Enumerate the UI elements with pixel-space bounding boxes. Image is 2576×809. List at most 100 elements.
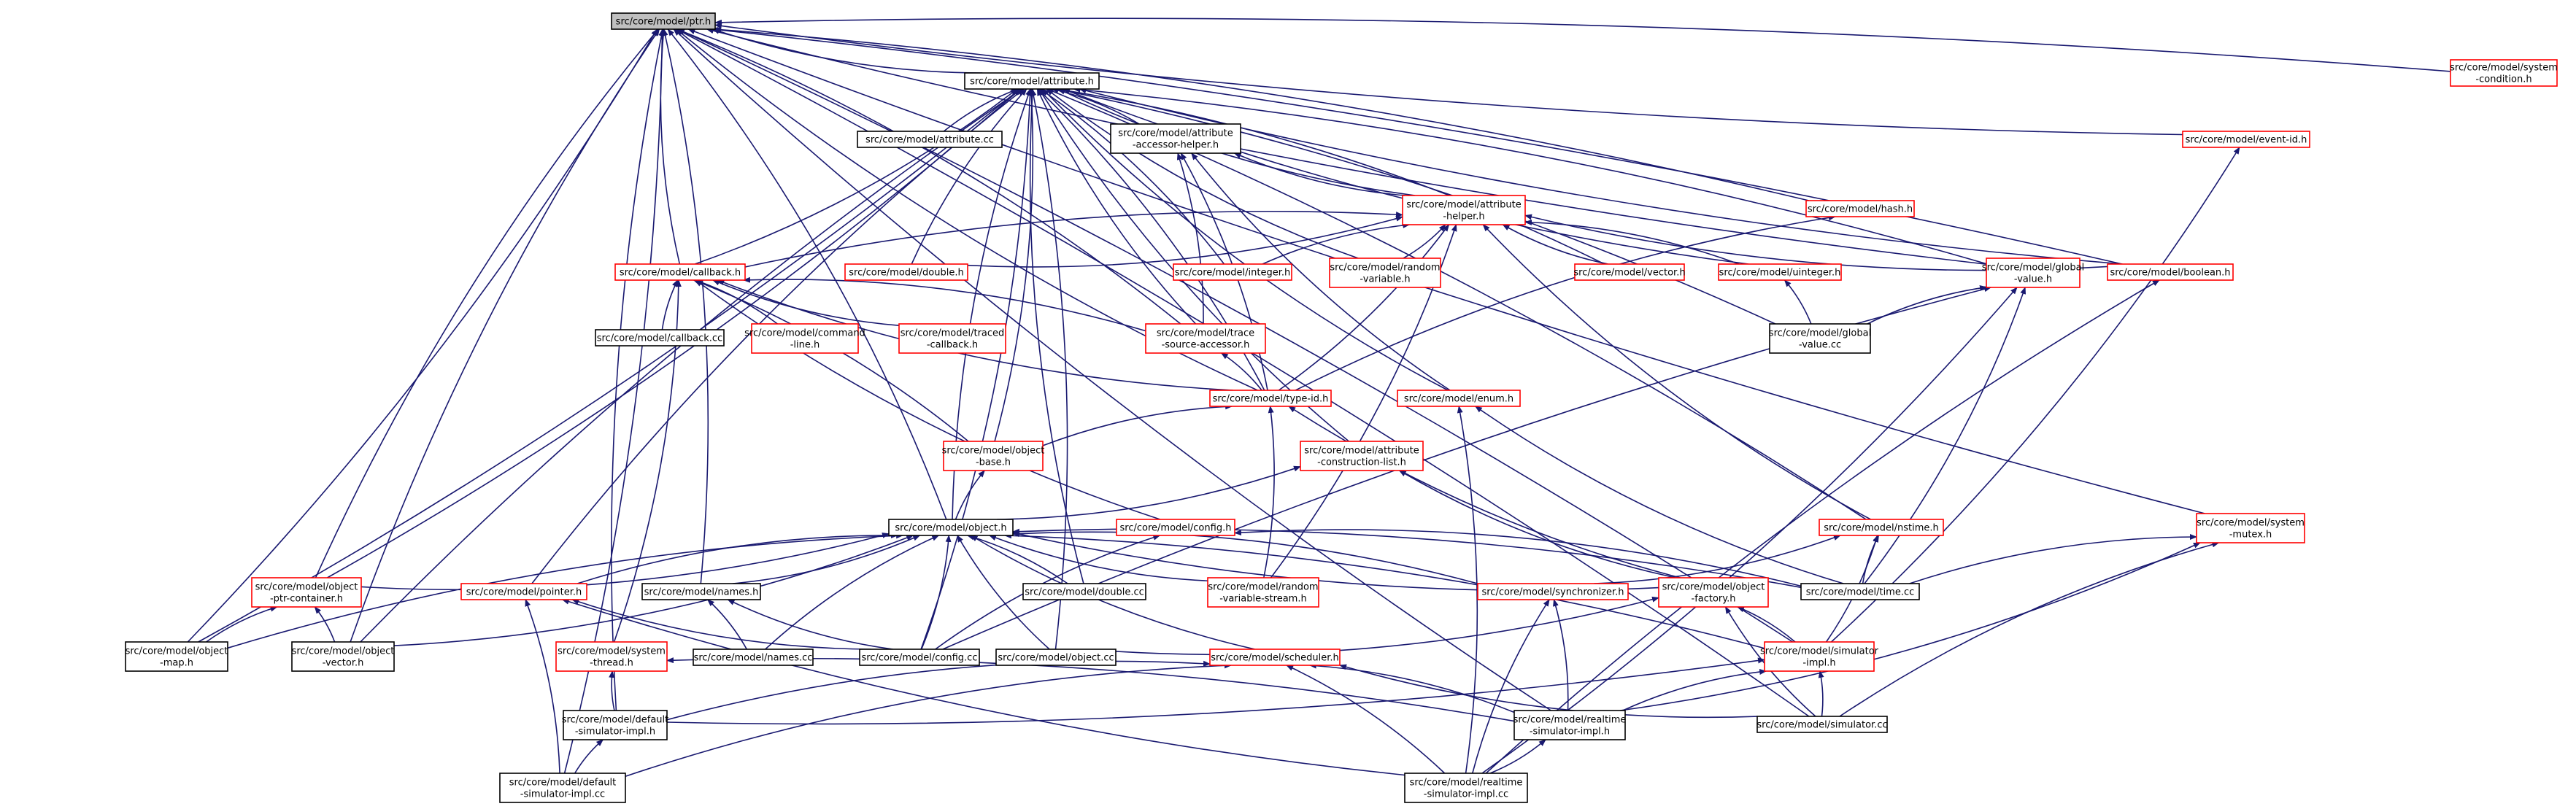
edge-enum_h-to-attr_accessor (1191, 152, 1451, 391)
node-label: src/core/model/double.cc (1025, 587, 1144, 598)
node-box (1402, 195, 1526, 225)
node-integer_h[interactable]: src/core/model/integer.h (1173, 263, 1292, 281)
edge-simulator_impl-to-event_id (1830, 147, 2240, 643)
node-random_variable[interactable]: src/core/model/random-variable.h (1329, 258, 1441, 288)
node-box (1209, 649, 1341, 666)
node-system_condition[interactable]: src/core/model/system-condition.h (2450, 59, 2558, 87)
edge-time_cc-to-config_h (1234, 529, 1802, 587)
node-synchronizer[interactable]: src/core/model/synchronizer.h (1477, 583, 1629, 600)
node-event_id[interactable]: src/core/model/event-id.h (2182, 131, 2310, 148)
node-realtime_sim_impl_h: src/core/model/realtime-simulator-impl.h (1513, 710, 1626, 740)
node-object_factory[interactable]: src/core/model/object-factory.h (1658, 577, 1769, 608)
edge-system_condition-to-ptr (714, 18, 2451, 72)
node-label: -helper.h (1443, 212, 1484, 222)
node-nstime[interactable]: src/core/model/nstime.h (1819, 519, 1944, 536)
node-box (751, 323, 859, 354)
node-label: src/core/model/default (562, 715, 669, 726)
edge-random_variable-to-attr_helper (1403, 224, 1446, 259)
node-label: src/core/model/object.h (895, 523, 1006, 534)
edge-object_factory-to-attr_construction (1398, 470, 1676, 578)
node-box (1173, 263, 1292, 281)
edge-time_cc-to-global_value_h (1864, 287, 2026, 584)
node-box (1209, 390, 1332, 407)
node-label: src/core/model/object (292, 646, 395, 657)
edge-config_h-to-callback_h (695, 279, 1160, 520)
node-global_value_h[interactable]: src/core/model/global-value.h (1982, 258, 2084, 288)
node-box (1110, 123, 1241, 154)
node-random_variable_stream[interactable]: src/core/model/random-variable-stream.h (1207, 577, 1319, 608)
node-system_thread[interactable]: src/core/model/system-thread.h (555, 641, 668, 672)
node-uinteger_h[interactable]: src/core/model/uinteger.h (1718, 263, 1842, 281)
edge-time_cc-to-enum_h (1474, 406, 1844, 584)
node-label: src/core/model/realtime (1410, 778, 1523, 789)
node-box (499, 773, 626, 803)
node-label: src/core/model/object (126, 646, 228, 657)
node-config_h[interactable]: src/core/model/config.h (1116, 519, 1235, 536)
node-label: -accessor-helper.h (1133, 140, 1219, 151)
edge-object_cc-to-object_h (957, 535, 1050, 650)
edge-type_id-to-callback_h (717, 279, 1233, 391)
node-double_h[interactable]: src/core/model/double.h (844, 263, 968, 281)
node-boolean_h[interactable]: src/core/model/boolean.h (2107, 263, 2234, 281)
node-label: -source-accessor.h (1162, 340, 1250, 351)
node-attribute_cc: src/core/model/attribute.cc (857, 131, 1003, 148)
node-box (555, 641, 668, 672)
node-system_mutex[interactable]: src/core/model/system-mutex.h (2196, 513, 2305, 543)
edge-attribute_h-to-ptr (712, 28, 983, 74)
node-label: src/core/model/simulator.cc (1756, 720, 1887, 731)
node-box (2196, 513, 2305, 543)
edge-object_vector-to-object_ptr_container (314, 606, 336, 643)
node-label: -condition.h (2475, 74, 2531, 85)
node-box (563, 710, 668, 740)
edge-global_value_cc-to-global_value_h (1867, 285, 1987, 325)
edge-config_cc-to-pointer_h (571, 599, 871, 650)
node-hash[interactable]: src/core/model/hash.h (1805, 200, 1915, 217)
node-box (125, 641, 228, 672)
node-box (898, 323, 1006, 354)
edge-time_cc-to-system_mutex (1909, 534, 2197, 584)
node-double_cc: src/core/model/double.cc (1022, 583, 1146, 600)
edge-object_cc-to-object_factory (1115, 596, 1659, 656)
edge-pointer_h-to-attribute_h (531, 88, 1025, 584)
node-traced_callback[interactable]: src/core/model/traced-callback.h (898, 323, 1006, 354)
node-label: src/core/model/object (1662, 582, 1765, 593)
node-object_ptr_container[interactable]: src/core/model/object-ptr-container.h (251, 577, 362, 608)
node-enum_h[interactable]: src/core/model/enum.h (1397, 390, 1521, 407)
node-label: src/core/model/global (1982, 263, 2084, 274)
node-command_line[interactable]: src/core/model/command-line.h (744, 323, 865, 354)
node-label: -ptr-container.h (270, 594, 343, 605)
node-vector_h[interactable]: src/core/model/vector.h (1573, 263, 1686, 281)
edge-object_vector-to-object_h (393, 535, 914, 646)
edge-simulator_impl-to-ptr (677, 28, 1794, 643)
edge-vector_h-to-attribute_h (1056, 87, 1605, 265)
node-attr_construction[interactable]: src/core/model/attribute-construction-li… (1300, 441, 1424, 471)
node-object_h: src/core/model/object.h (888, 519, 1014, 536)
edge-random_variable_stream-to-type_id (1263, 406, 1275, 578)
node-label: src/core/model/names.cc (694, 653, 813, 664)
edge-names_h-to-ptr (662, 28, 709, 584)
node-scheduler[interactable]: src/core/model/scheduler.h (1209, 649, 1341, 666)
edge-simulator_impl-to-object_factory (1737, 606, 1796, 643)
node-callback_h[interactable]: src/core/model/callback.h (614, 263, 746, 281)
node-box (995, 649, 1117, 666)
node-trace_source[interactable]: src/core/model/trace-source-accessor.h (1145, 323, 1266, 354)
node-label: src/core/model/uinteger.h (1719, 268, 1841, 279)
node-object_base[interactable]: src/core/model/object-base.h (942, 441, 1045, 471)
node-box (1764, 641, 1875, 672)
node-box (614, 263, 746, 281)
node-callback_cc: src/core/model/callback.cc (595, 329, 725, 347)
node-type_id[interactable]: src/core/model/type-id.h (1209, 390, 1332, 407)
node-box (693, 649, 814, 666)
edge-object_vector-to-attribute_h (360, 88, 1023, 643)
edge-realtime_sim_impl_h-to-ptr (673, 28, 1551, 711)
edge-config_cc-to-names_h (727, 599, 893, 650)
edge-enum_h-to-attribute_h (1042, 88, 1449, 391)
node-label: src/core/model/system (2197, 518, 2305, 529)
node-time_cc: src/core/model/time.cc (1800, 583, 1920, 600)
node-label: src/core/model/command (744, 328, 865, 339)
edge-object_ptr_container-to-object_h (360, 533, 890, 591)
node-pointer_h[interactable]: src/core/model/pointer.h (460, 583, 587, 600)
edge-object_map-to-ptr (187, 28, 658, 643)
node-attr_helper[interactable]: src/core/model/attribute-helper.h (1402, 195, 1526, 225)
node-simulator_impl[interactable]: src/core/model/simulator-impl.h (1760, 641, 1879, 672)
